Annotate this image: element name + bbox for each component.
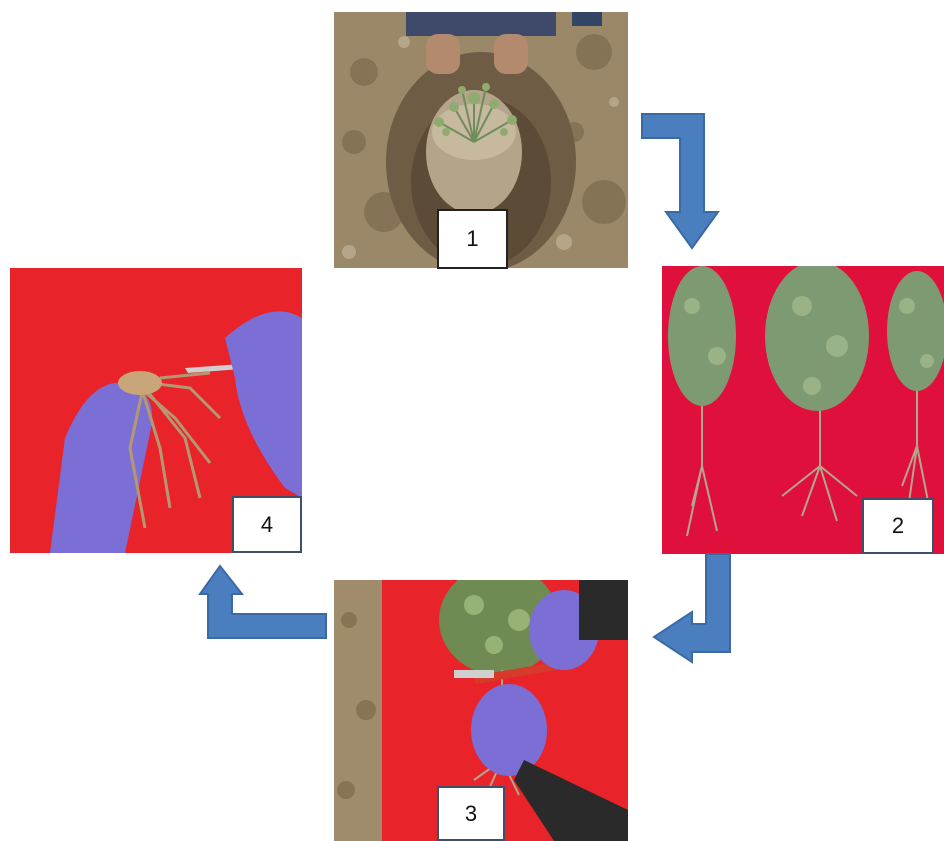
step-label-3: 3 [437, 786, 505, 841]
arrow-3-to-4 [198, 564, 328, 640]
step-label-2: 2 [862, 498, 934, 554]
arrow-1-to-2 [640, 112, 720, 250]
arrow-2-to-3 [652, 552, 732, 664]
step-label-4: 4 [232, 496, 302, 553]
step-label-1: 1 [437, 209, 508, 269]
